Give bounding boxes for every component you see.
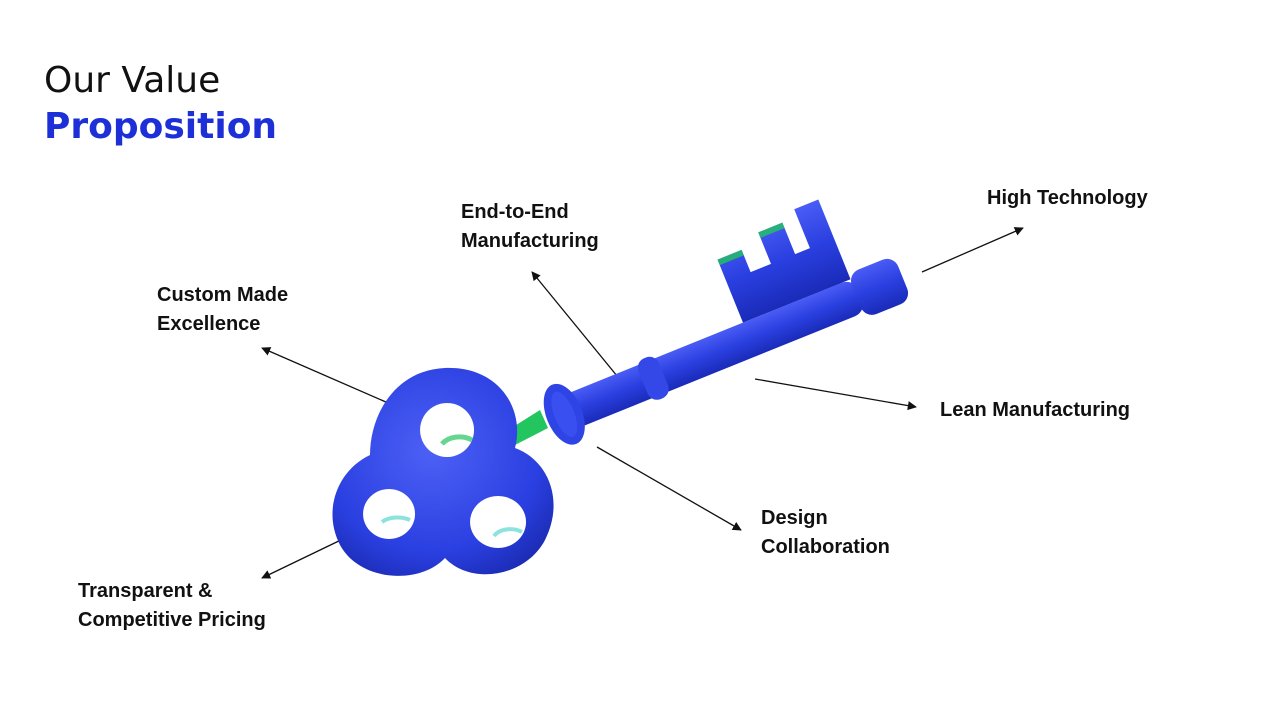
label-custom-made-excellence: Custom Made Excellence [157,284,289,335]
arrow-custom-made [261,347,396,407]
arrow-high-technology [921,227,1024,273]
arrow-design-collaboration [596,446,742,531]
page-title: Our Value Proposition [44,58,277,150]
label-transparent-competitive-pricing: Transparent & Competitive Pricing [78,580,266,631]
key-icon [332,199,909,576]
arrow-end-to-end [531,271,623,383]
label-design-collaboration: Design Collaboration [761,507,890,558]
title-line-2: Proposition [44,106,278,147]
arrow-lean-manufacturing [754,378,917,411]
label-lean-manufacturing: Lean Manufacturing [940,399,1131,421]
label-high-technology: High Technology [987,187,1148,209]
label-end-to-end-manufacturing: End-to-End Manufacturing [461,201,599,252]
title-line-1: Our Value [44,60,221,101]
arrow-transparent-pricing [261,537,346,579]
